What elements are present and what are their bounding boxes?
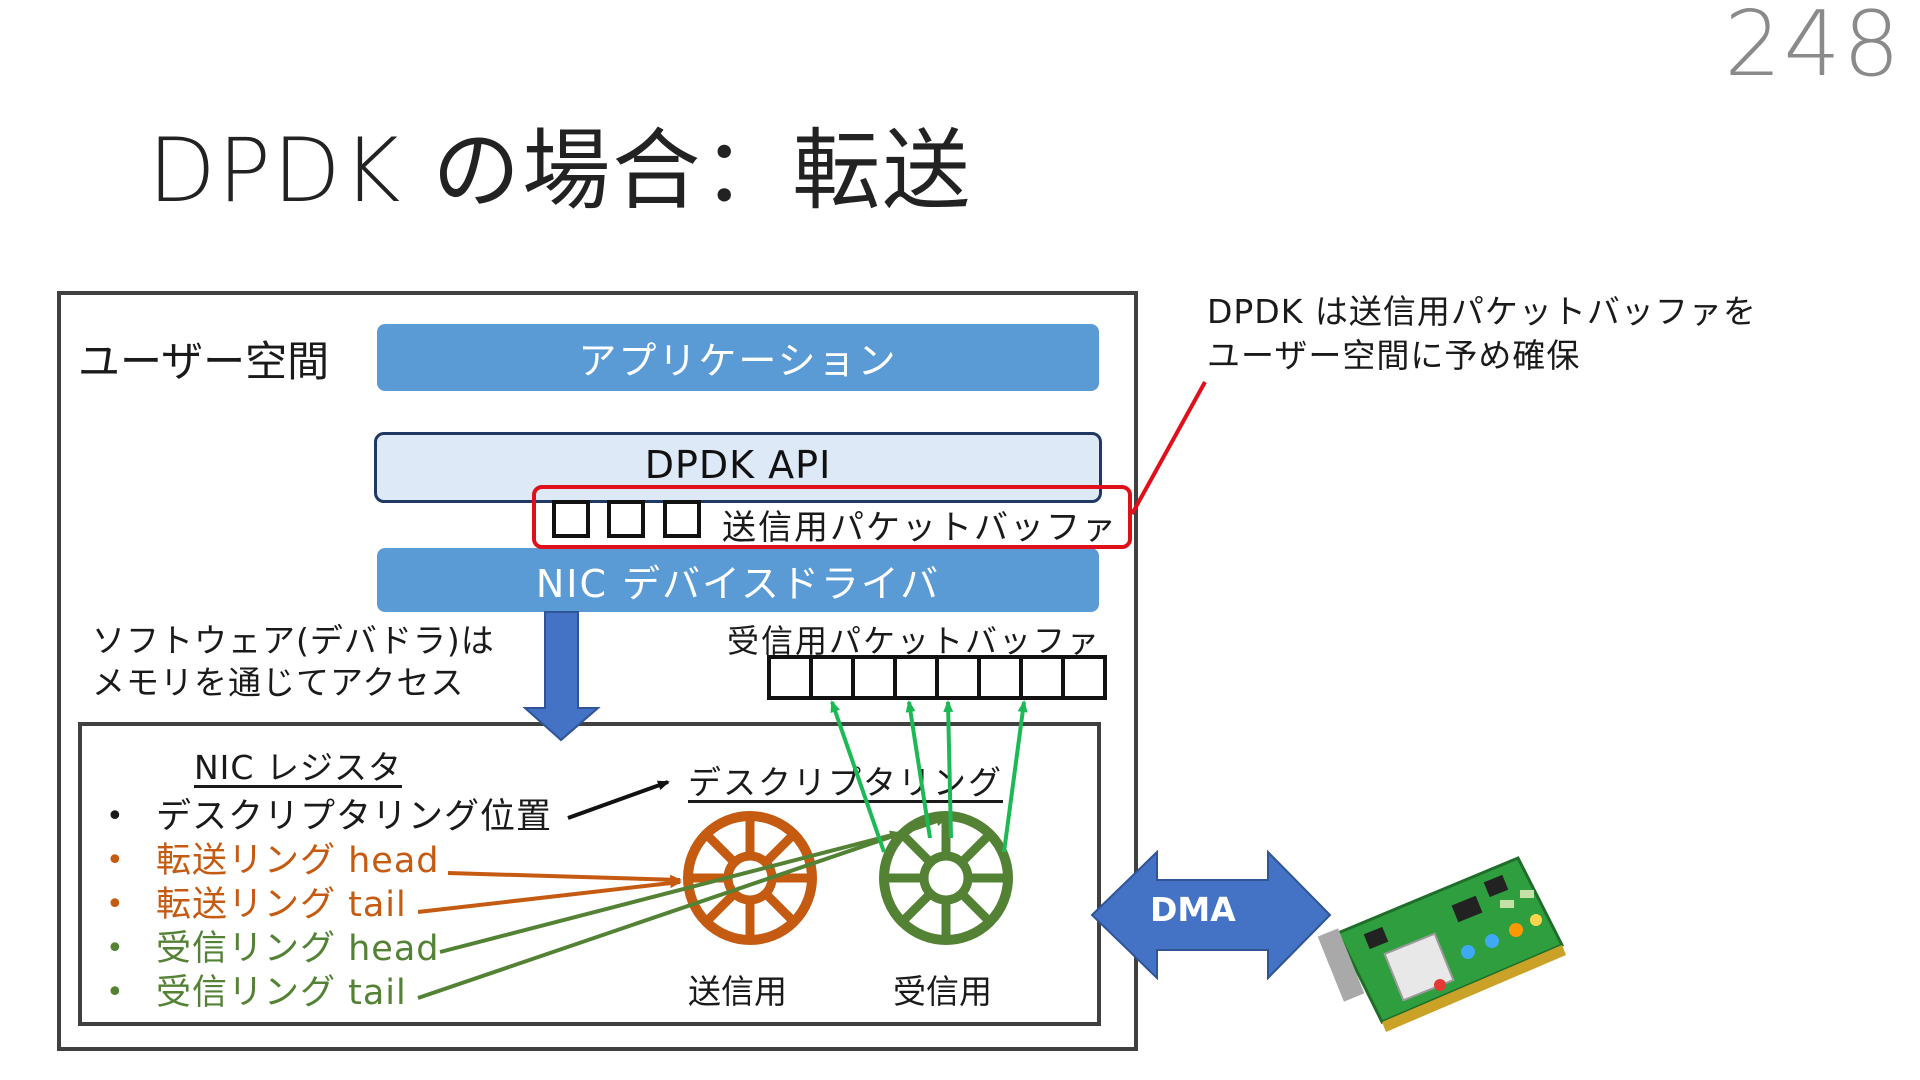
rx-dma-arrow [905,700,932,839]
nic-register-title: NIC レジスタ [194,748,402,787]
tx-ring-icon [683,811,817,945]
nic-register-box [78,722,1101,1026]
register-item-text: 受信リング tail [156,973,407,1013]
rx-dma-arrow [830,700,886,853]
software-access-note: ソフトウェア(デバドラ)は メモリを通じてアクセス [92,620,495,704]
rx-ring-label: 受信用 [893,972,992,1011]
software-note-line-1: ソフトウェア(デバドラ)は [92,621,495,660]
rx-buffer-slot [897,659,939,696]
tx-ring-label: 送信用 [688,972,787,1011]
rx-buffer-slot [1023,659,1065,696]
dpdk-api-box: DPDK API [374,432,1102,503]
tx-buffer-slot [663,500,701,538]
application-box: アプリケーション [377,324,1099,391]
rx-buffer-label: 受信用パケットバッファ [727,622,1102,660]
tx-buffer-slot [607,500,645,538]
nic-driver-label: NIC デバイスドライバ [535,561,941,606]
register-item: • 受信リング head [106,927,552,971]
dma-label: DMA [1150,890,1236,929]
register-item-text: デスクリプタリング位置 [156,797,553,837]
rx-buffer-slot [855,659,897,696]
register-list: • デスクリプタリング位置 • 転送リング head • 転送リング tail … [106,795,552,1015]
tx-buffer-label: 送信用パケットバッファ [722,508,1118,548]
callout-line-1: DPDK は送信用パケットバッファを [1207,292,1757,331]
bullet: • [106,799,125,834]
register-item-text: 受信リング head [156,929,440,969]
user-space-box [57,291,1138,1051]
software-note-line-2: メモリを通じてアクセス [92,663,465,702]
callout-text: DPDK は送信用パケットバッファを ユーザー空間に予め確保 [1207,290,1757,378]
dpdk-api-label: DPDK API [644,443,832,487]
register-item: • 転送リング tail [106,883,552,927]
register-item: • 転送リング head [106,839,552,883]
memory-access-arrow [522,611,601,742]
bullet: • [106,887,125,922]
ring-position-arrow [567,780,670,820]
callout-line-2: ユーザー空間に予め確保 [1207,336,1581,375]
rx-dma-arrow [943,700,954,839]
tx-buffer-highlight [532,485,1132,549]
nic-driver-box: NIC デバイスドライバ [377,548,1099,612]
bullet: • [106,931,125,966]
register-item: • 受信リング tail [106,971,552,1015]
tx-buffer-slot [552,500,590,538]
user-space-label: ユーザー空間 [78,337,330,386]
bullet: • [106,975,125,1010]
callout-leader-line [1130,381,1207,515]
rx-buffer-slot [771,659,813,696]
application-label: アプリケーション [578,339,898,383]
rx-ring-icon [879,811,1013,945]
rx-buffer-slot [939,659,981,696]
page-number: 248 [1724,0,1902,97]
slide-title: DPDK の場合：転送 [148,119,973,222]
register-item-text: 転送リング head [156,841,440,881]
rx-buffer-slot [981,659,1023,696]
rx-buffer-slot [1065,659,1103,696]
dma-double-arrow [1090,849,1332,981]
rx-buffer [767,655,1107,700]
rx-dma-arrow [1002,700,1028,853]
tx-tail-pointer [417,878,682,914]
bullet: • [106,843,125,878]
register-item: • デスクリプタリング位置 [106,795,552,839]
nic-card-icon [1317,856,1566,1032]
rx-buffer-slot [813,659,855,696]
register-item-text: 転送リング tail [156,885,407,925]
tx-head-pointer [447,871,682,885]
rx-tail-pointer [417,816,948,1000]
rx-head-pointer [439,830,902,954]
